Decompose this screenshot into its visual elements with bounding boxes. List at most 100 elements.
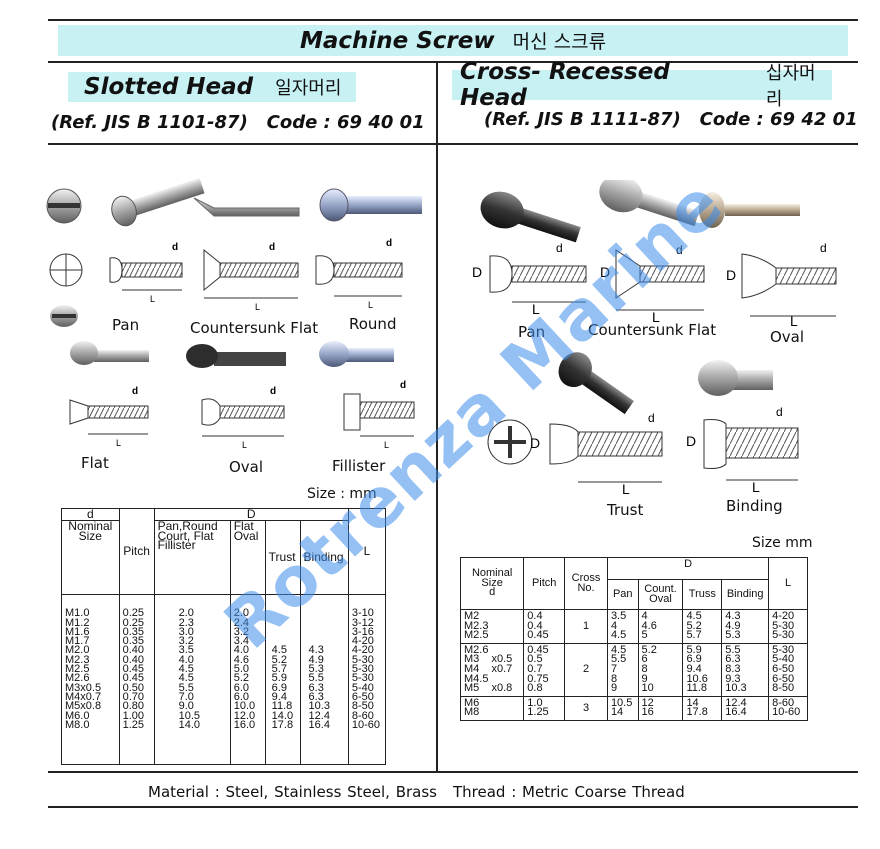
col-nominal-size-d: Nominal Size d bbox=[459, 557, 525, 610]
col-D: D bbox=[606, 557, 770, 580]
cross-L-values: 8-60 10-60 bbox=[768, 695, 808, 721]
slotted-trust-values: 4.5 5.2 5.7 5.9 6.9 9.4 11.8 14.0 17.8 bbox=[264, 594, 301, 766]
bottom-rule-2 bbox=[48, 806, 858, 808]
cross-title: Cross- Recessed Head bbox=[460, 59, 670, 111]
col-pan-round: Pan,Round Court, Flat Fillister bbox=[153, 520, 231, 596]
cross-sizes-values: M2.6 M3 x0.5 M4 x0.7 M4.5 M5 x0.8 bbox=[459, 642, 525, 697]
svg-text:d: d bbox=[648, 411, 655, 425]
svg-text:L: L bbox=[384, 440, 389, 450]
slotted-pitches: 0.25 0.25 0.35 0.35 0.40 0.40 0.45 0.45 … bbox=[118, 594, 155, 766]
col-truss: Truss bbox=[682, 579, 723, 610]
slotted-title: Slotted Head bbox=[84, 74, 254, 100]
svg-text:L: L bbox=[532, 301, 540, 317]
slotted-title-korean: 일자머리 bbox=[275, 78, 342, 99]
slotted-table-body: M1.0 M1.2 M1.6 M1.7 M2.0 M2.3 M2.5 M2.6 … bbox=[61, 594, 387, 766]
cross-pan-values: 3.5 4 4.5 bbox=[606, 609, 639, 644]
cross-pitch-values: 0.45 0.5 0.7 0.75 0.8 bbox=[523, 642, 566, 697]
cross-cross-values: 1 bbox=[564, 609, 608, 644]
slotted-length-values: 3-10 3-12 3-16 4-20 4-20 5-30 5-30 5-30 … bbox=[347, 594, 387, 766]
material-text: Material : Steel, Stainless Steel, Brass bbox=[148, 783, 437, 801]
svg-text:d: d bbox=[172, 242, 178, 253]
slotted-binding-values: 4.3 4.9 5.3 5.5 6.3 6.3 10.3 12.4 16.4 bbox=[299, 594, 349, 766]
cross-size-unit: Size mm bbox=[752, 535, 813, 551]
cross-pitch-values: 0.4 0.4 0.45 bbox=[523, 609, 566, 644]
cross-count-values: 4 4.6 5 bbox=[637, 609, 684, 644]
svg-text:L: L bbox=[622, 481, 630, 497]
svg-text:L: L bbox=[368, 300, 373, 310]
top-rule bbox=[48, 19, 858, 21]
slotted-flat-oval-values: 2.0 2.4 3.2 3.4 4.0 4.6 5.0 5.2 6.0 6.0 … bbox=[229, 594, 266, 766]
cross-pan-values: 4.5 5.5 7 8 9 bbox=[606, 642, 639, 697]
col-L: L bbox=[347, 507, 387, 596]
cross-dimension-table: Nominal Size d Pitch Cross No. D L Pan C… bbox=[459, 557, 808, 721]
col-d: d bbox=[61, 508, 120, 522]
bottom-rule-1 bbox=[48, 771, 858, 773]
svg-text:d: d bbox=[270, 386, 276, 397]
col-D: D bbox=[153, 508, 349, 522]
cross-L-values: 5-30 5-40 6-50 6-50 8-50 bbox=[768, 642, 808, 697]
cross-type-countersunk-flat: Countersunk Flat bbox=[588, 321, 717, 339]
slotted-type-flat: Flat bbox=[81, 454, 109, 472]
svg-text:d: d bbox=[132, 386, 138, 397]
slotted-type-countersunk-flat: Countersunk Flat bbox=[190, 319, 319, 337]
cross-title-banner: Cross- Recessed Head 십자머리 bbox=[452, 59, 832, 111]
cross-type-trust: Trust bbox=[607, 501, 644, 519]
slotted-type-fillister: Fillister bbox=[332, 457, 386, 475]
cross-cross-values: 3 bbox=[564, 695, 608, 721]
cross-sizes-values: M6 M8 bbox=[459, 695, 525, 721]
cross-count-values: 12 16 bbox=[637, 695, 684, 721]
cross-screw-illustrations: D d L D d L D d L D d L D d L bbox=[472, 180, 837, 497]
main-title-korean: 머신 스크류 bbox=[512, 31, 607, 53]
cross-pitch-values: 1.0 1.25 bbox=[523, 695, 566, 721]
svg-text:L: L bbox=[242, 440, 247, 450]
svg-text:d: d bbox=[269, 242, 275, 253]
col-trust: Trust bbox=[264, 520, 301, 596]
slotted-type-round: Round bbox=[349, 315, 397, 333]
col-nominal-size: Nominal Size bbox=[61, 520, 120, 596]
cross-ref: (Ref. JIS B 1111-87) Code : 69 42 01 bbox=[484, 109, 858, 130]
svg-text:D: D bbox=[686, 433, 696, 449]
svg-text:L: L bbox=[752, 479, 760, 495]
svg-text:L: L bbox=[790, 313, 798, 329]
slotted-ref: (Ref. JIS B 1101-87) Code : 69 40 01 bbox=[51, 112, 425, 133]
svg-text:d: d bbox=[386, 238, 392, 249]
svg-text:D: D bbox=[530, 435, 540, 451]
svg-text:L: L bbox=[116, 438, 121, 448]
material-line: Material : Steel, Stainless Steel, Brass… bbox=[148, 783, 685, 801]
slotted-type-oval: Oval bbox=[229, 458, 264, 476]
center-divider bbox=[436, 61, 438, 773]
svg-text:d: d bbox=[776, 405, 783, 419]
cross-binding-values: 12.4 16.4 bbox=[721, 695, 770, 721]
main-title-banner: Machine Screw 머신 스크류 bbox=[58, 25, 848, 56]
main-title: Machine Screw bbox=[299, 27, 495, 54]
cross-type-pan: Pan bbox=[518, 323, 546, 341]
slotted-type-pan: Pan bbox=[112, 316, 140, 334]
svg-text:D: D bbox=[726, 267, 736, 283]
cross-pan-values: 10.5 14 bbox=[606, 695, 639, 721]
slotted-size-unit: Size : mm bbox=[307, 486, 377, 502]
cross-truss-values: 4.5 5.2 5.7 bbox=[682, 609, 723, 644]
svg-text:d: d bbox=[400, 380, 406, 391]
header-rule bbox=[48, 143, 858, 145]
svg-text:D: D bbox=[600, 264, 610, 280]
svg-text:D: D bbox=[472, 264, 482, 280]
cross-binding-values: 4.3 4.9 5.3 bbox=[721, 609, 770, 644]
cross-binding-values: 5.5 6.3 8.3 9.3 10.3 bbox=[721, 642, 770, 697]
slotted-code: Code : 69 40 01 bbox=[266, 112, 425, 133]
svg-text:d: d bbox=[820, 241, 827, 255]
svg-text:L: L bbox=[652, 309, 660, 325]
cross-code: Code : 69 42 01 bbox=[699, 109, 858, 130]
svg-text:L: L bbox=[150, 294, 155, 304]
title-rule bbox=[48, 61, 858, 63]
cross-truss-values: 5.9 6.9 9.4 10.6 11.8 bbox=[682, 642, 723, 697]
slotted-ref-standard: (Ref. JIS B 1101-87) bbox=[51, 112, 248, 133]
cross-type-oval: Oval bbox=[770, 328, 805, 346]
col-binding: Binding bbox=[299, 520, 349, 596]
cross-L-values: 4-20 5-30 5-30 bbox=[768, 609, 808, 644]
col-L: L bbox=[768, 557, 808, 610]
col-flat-oval: Flat Oval bbox=[229, 520, 266, 596]
svg-text:d: d bbox=[676, 243, 683, 257]
